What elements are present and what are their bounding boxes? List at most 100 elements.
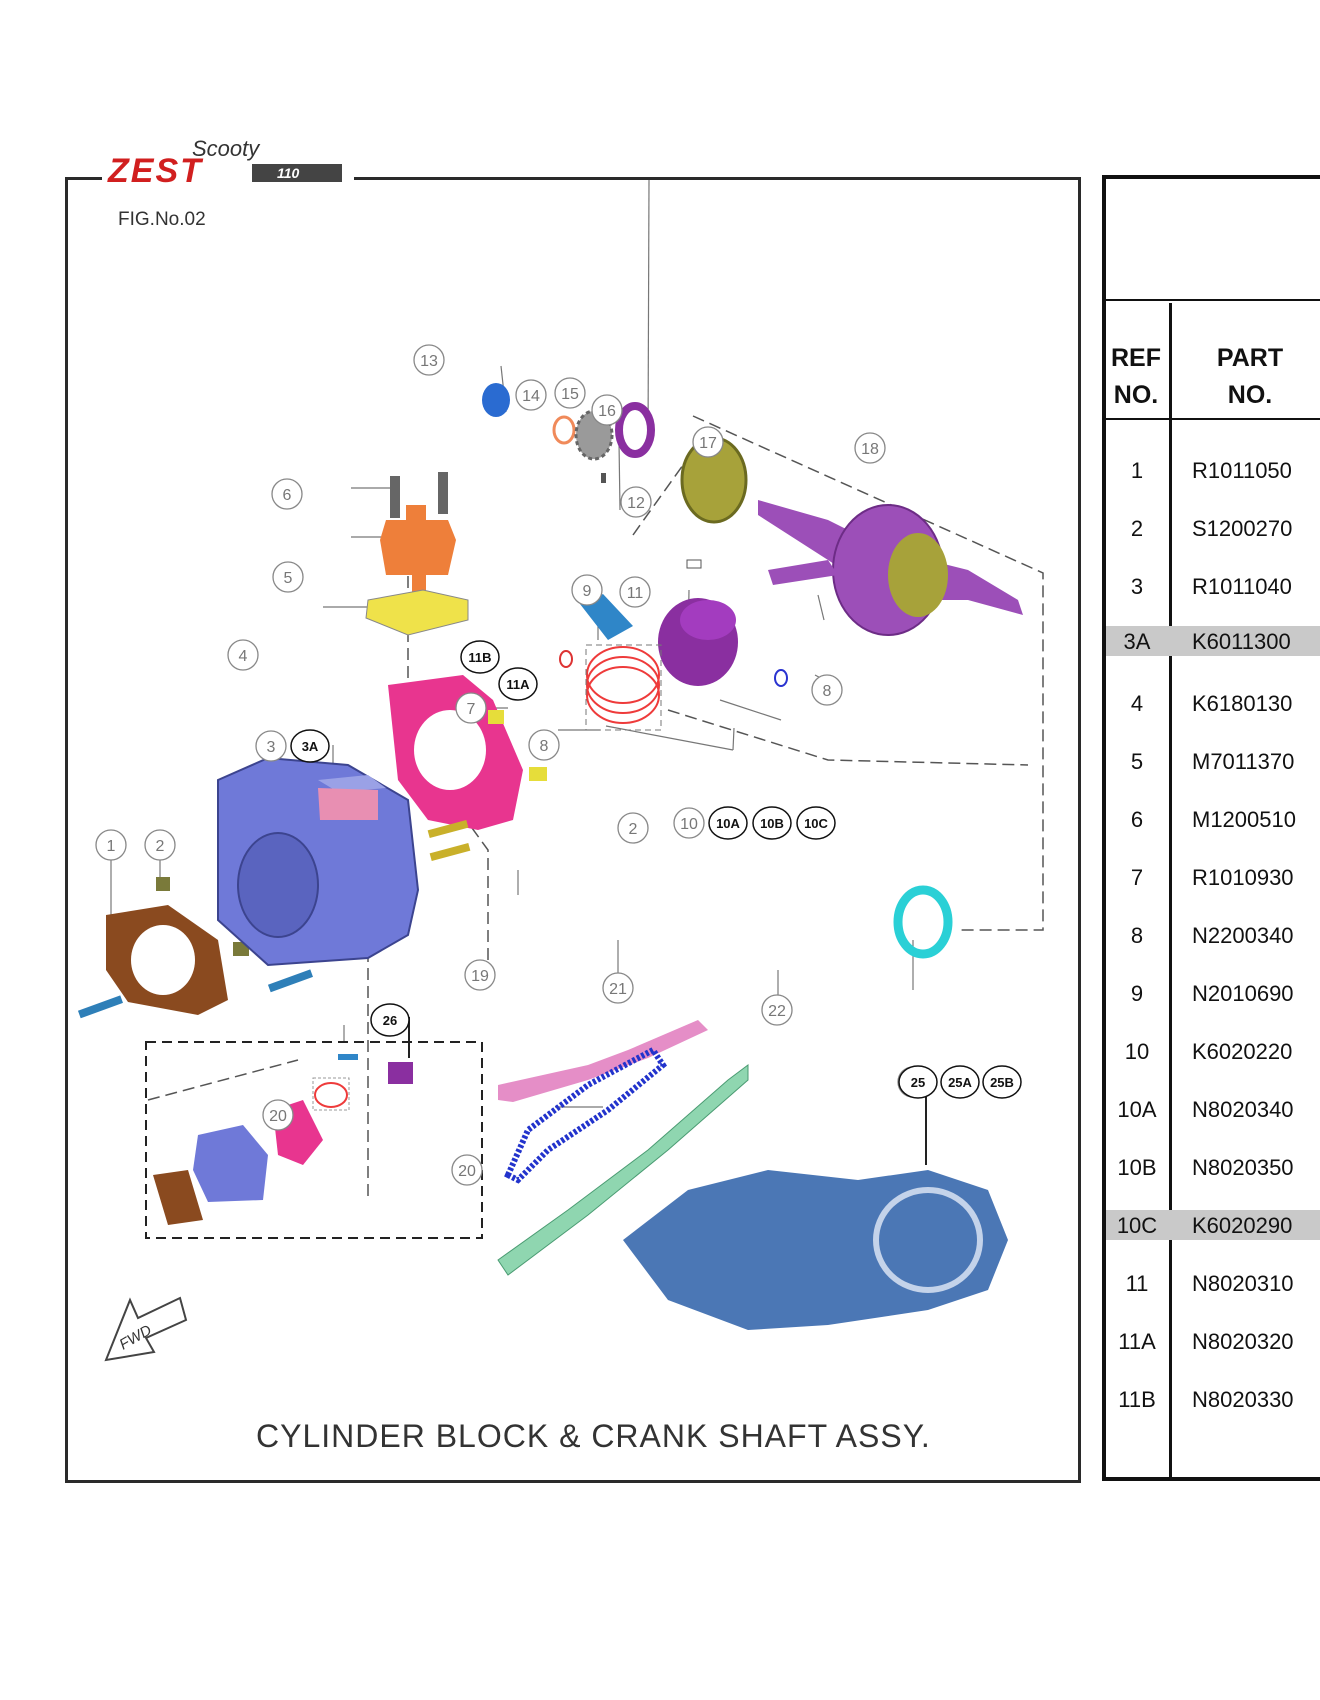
callout-2: 2 bbox=[617, 812, 649, 844]
part-no: N2200340 bbox=[1192, 923, 1294, 948]
part-6-bolt bbox=[390, 476, 400, 518]
callout-5: 5 bbox=[272, 561, 304, 593]
parts-row: 11 N8020310 bbox=[1106, 1268, 1320, 1298]
callout-6: 6 bbox=[271, 478, 303, 510]
part-no: N8020350 bbox=[1192, 1155, 1294, 1180]
ref-no: 7 bbox=[1130, 865, 1144, 890]
svg-text:11B: 11B bbox=[468, 650, 491, 665]
callout-26: 26 bbox=[370, 1003, 410, 1037]
part-3-cylinder bbox=[217, 756, 420, 967]
part-1-gasket-bore bbox=[131, 925, 195, 995]
ref-no: 2 bbox=[1130, 516, 1144, 541]
part-19-crankshaft bbox=[758, 500, 1023, 636]
part-13-key bbox=[601, 473, 606, 483]
part-2-dowel bbox=[488, 710, 504, 724]
svg-text:25: 25 bbox=[911, 1075, 925, 1090]
callout-21: 21 bbox=[602, 972, 634, 1004]
fwd-arrow-icon: FWD bbox=[104, 1296, 188, 1362]
callout-15: 15 bbox=[554, 377, 586, 409]
part-15-oring bbox=[552, 415, 576, 445]
part-14-spacer bbox=[482, 383, 510, 417]
callout-11A: 11A bbox=[498, 667, 538, 701]
svg-text:3A: 3A bbox=[302, 739, 319, 754]
ref-no: 6 bbox=[1130, 807, 1144, 832]
table-column-divider bbox=[1169, 303, 1172, 1479]
part-24-seal bbox=[893, 885, 953, 959]
parts-table bbox=[1102, 175, 1320, 1481]
svg-text:12: 12 bbox=[627, 495, 645, 512]
part-20-stud bbox=[429, 842, 471, 862]
part-6-bolt bbox=[438, 472, 448, 514]
parts-row: 1 R1011050 bbox=[1106, 455, 1320, 485]
diagram-frame bbox=[65, 177, 1081, 1483]
parts-row: 5 M7011370 bbox=[1106, 746, 1320, 776]
svg-text:2: 2 bbox=[629, 821, 638, 838]
header-ref-no: REF NO. bbox=[1111, 344, 1161, 409]
part-7-gasket-bore bbox=[414, 710, 486, 790]
svg-text:10C: 10C bbox=[804, 816, 828, 831]
svg-text:26: 26 bbox=[383, 1013, 397, 1028]
ref-no: 11B bbox=[1118, 1387, 1156, 1412]
part-no: K6020220 bbox=[1192, 1039, 1293, 1064]
table-header-divider bbox=[1106, 418, 1320, 420]
callout-20: 20 bbox=[262, 1099, 294, 1131]
svg-text:11A: 11A bbox=[506, 677, 530, 692]
svg-text:20: 20 bbox=[458, 1163, 476, 1180]
part-no: M7011370 bbox=[1192, 749, 1295, 774]
figure-number: FIG.No.02 bbox=[118, 209, 206, 230]
callout-10C: 10C bbox=[796, 806, 836, 840]
callout-25: 25 bbox=[898, 1065, 938, 1099]
part-no: K6180130 bbox=[1192, 691, 1293, 716]
part-no: K6011300 bbox=[1192, 629, 1291, 654]
callout-17: 17 bbox=[692, 426, 724, 458]
part-12-clip bbox=[686, 559, 702, 569]
callout-4: 4 bbox=[227, 639, 259, 671]
callout-14: 14 bbox=[515, 379, 547, 411]
ref-no: 11 bbox=[1125, 1271, 1149, 1296]
callout-10: 10 bbox=[673, 807, 705, 839]
ref-no: 1 bbox=[1130, 458, 1144, 483]
part-8-circlip bbox=[559, 650, 573, 668]
callout-3A: 3A bbox=[290, 729, 330, 763]
svg-text:9: 9 bbox=[583, 583, 592, 600]
svg-text:15: 15 bbox=[561, 386, 579, 403]
part-20-stud bbox=[267, 969, 313, 993]
part-no: N8020310 bbox=[1192, 1271, 1294, 1296]
part-no: R1011040 bbox=[1192, 574, 1292, 599]
callout-10A: 10A bbox=[708, 806, 748, 840]
callout-9: 9 bbox=[571, 574, 603, 606]
svg-text:14: 14 bbox=[522, 388, 540, 405]
ref-no: 11A bbox=[1118, 1329, 1156, 1354]
svg-text:8: 8 bbox=[823, 683, 832, 700]
svg-text:6: 6 bbox=[283, 487, 292, 504]
part-9-pin bbox=[580, 594, 633, 640]
part-4-gasket bbox=[365, 589, 469, 636]
ref-no: 10 bbox=[1124, 1039, 1150, 1064]
part-21-chain bbox=[504, 1046, 668, 1184]
svg-text:2: 2 bbox=[156, 838, 165, 855]
part-no: K6020290 bbox=[1192, 1213, 1293, 1238]
ref-no: 3 bbox=[1130, 574, 1144, 599]
svg-text:19: 19 bbox=[471, 968, 489, 985]
callout-25B: 25B bbox=[982, 1065, 1022, 1099]
svg-text:1: 1 bbox=[107, 838, 116, 855]
ref-no: 5 bbox=[1130, 749, 1144, 774]
ref-no: 4 bbox=[1130, 691, 1144, 716]
callout-12: 12 bbox=[620, 486, 652, 518]
svg-text:10: 10 bbox=[680, 816, 698, 833]
brand-logo: Scooty ZEST 110 bbox=[102, 136, 354, 190]
part-2-dowel bbox=[529, 767, 547, 781]
callout-11B: 11B bbox=[460, 640, 500, 674]
part-23-guide bbox=[497, 1064, 749, 1276]
callout-layer: 1223456788910111213141516171819202021222… bbox=[95, 344, 1022, 1186]
header-part-no: PART NO. bbox=[1216, 344, 1284, 409]
svg-text:22: 22 bbox=[768, 1003, 786, 1020]
part-no: R1011050 bbox=[1192, 458, 1292, 483]
